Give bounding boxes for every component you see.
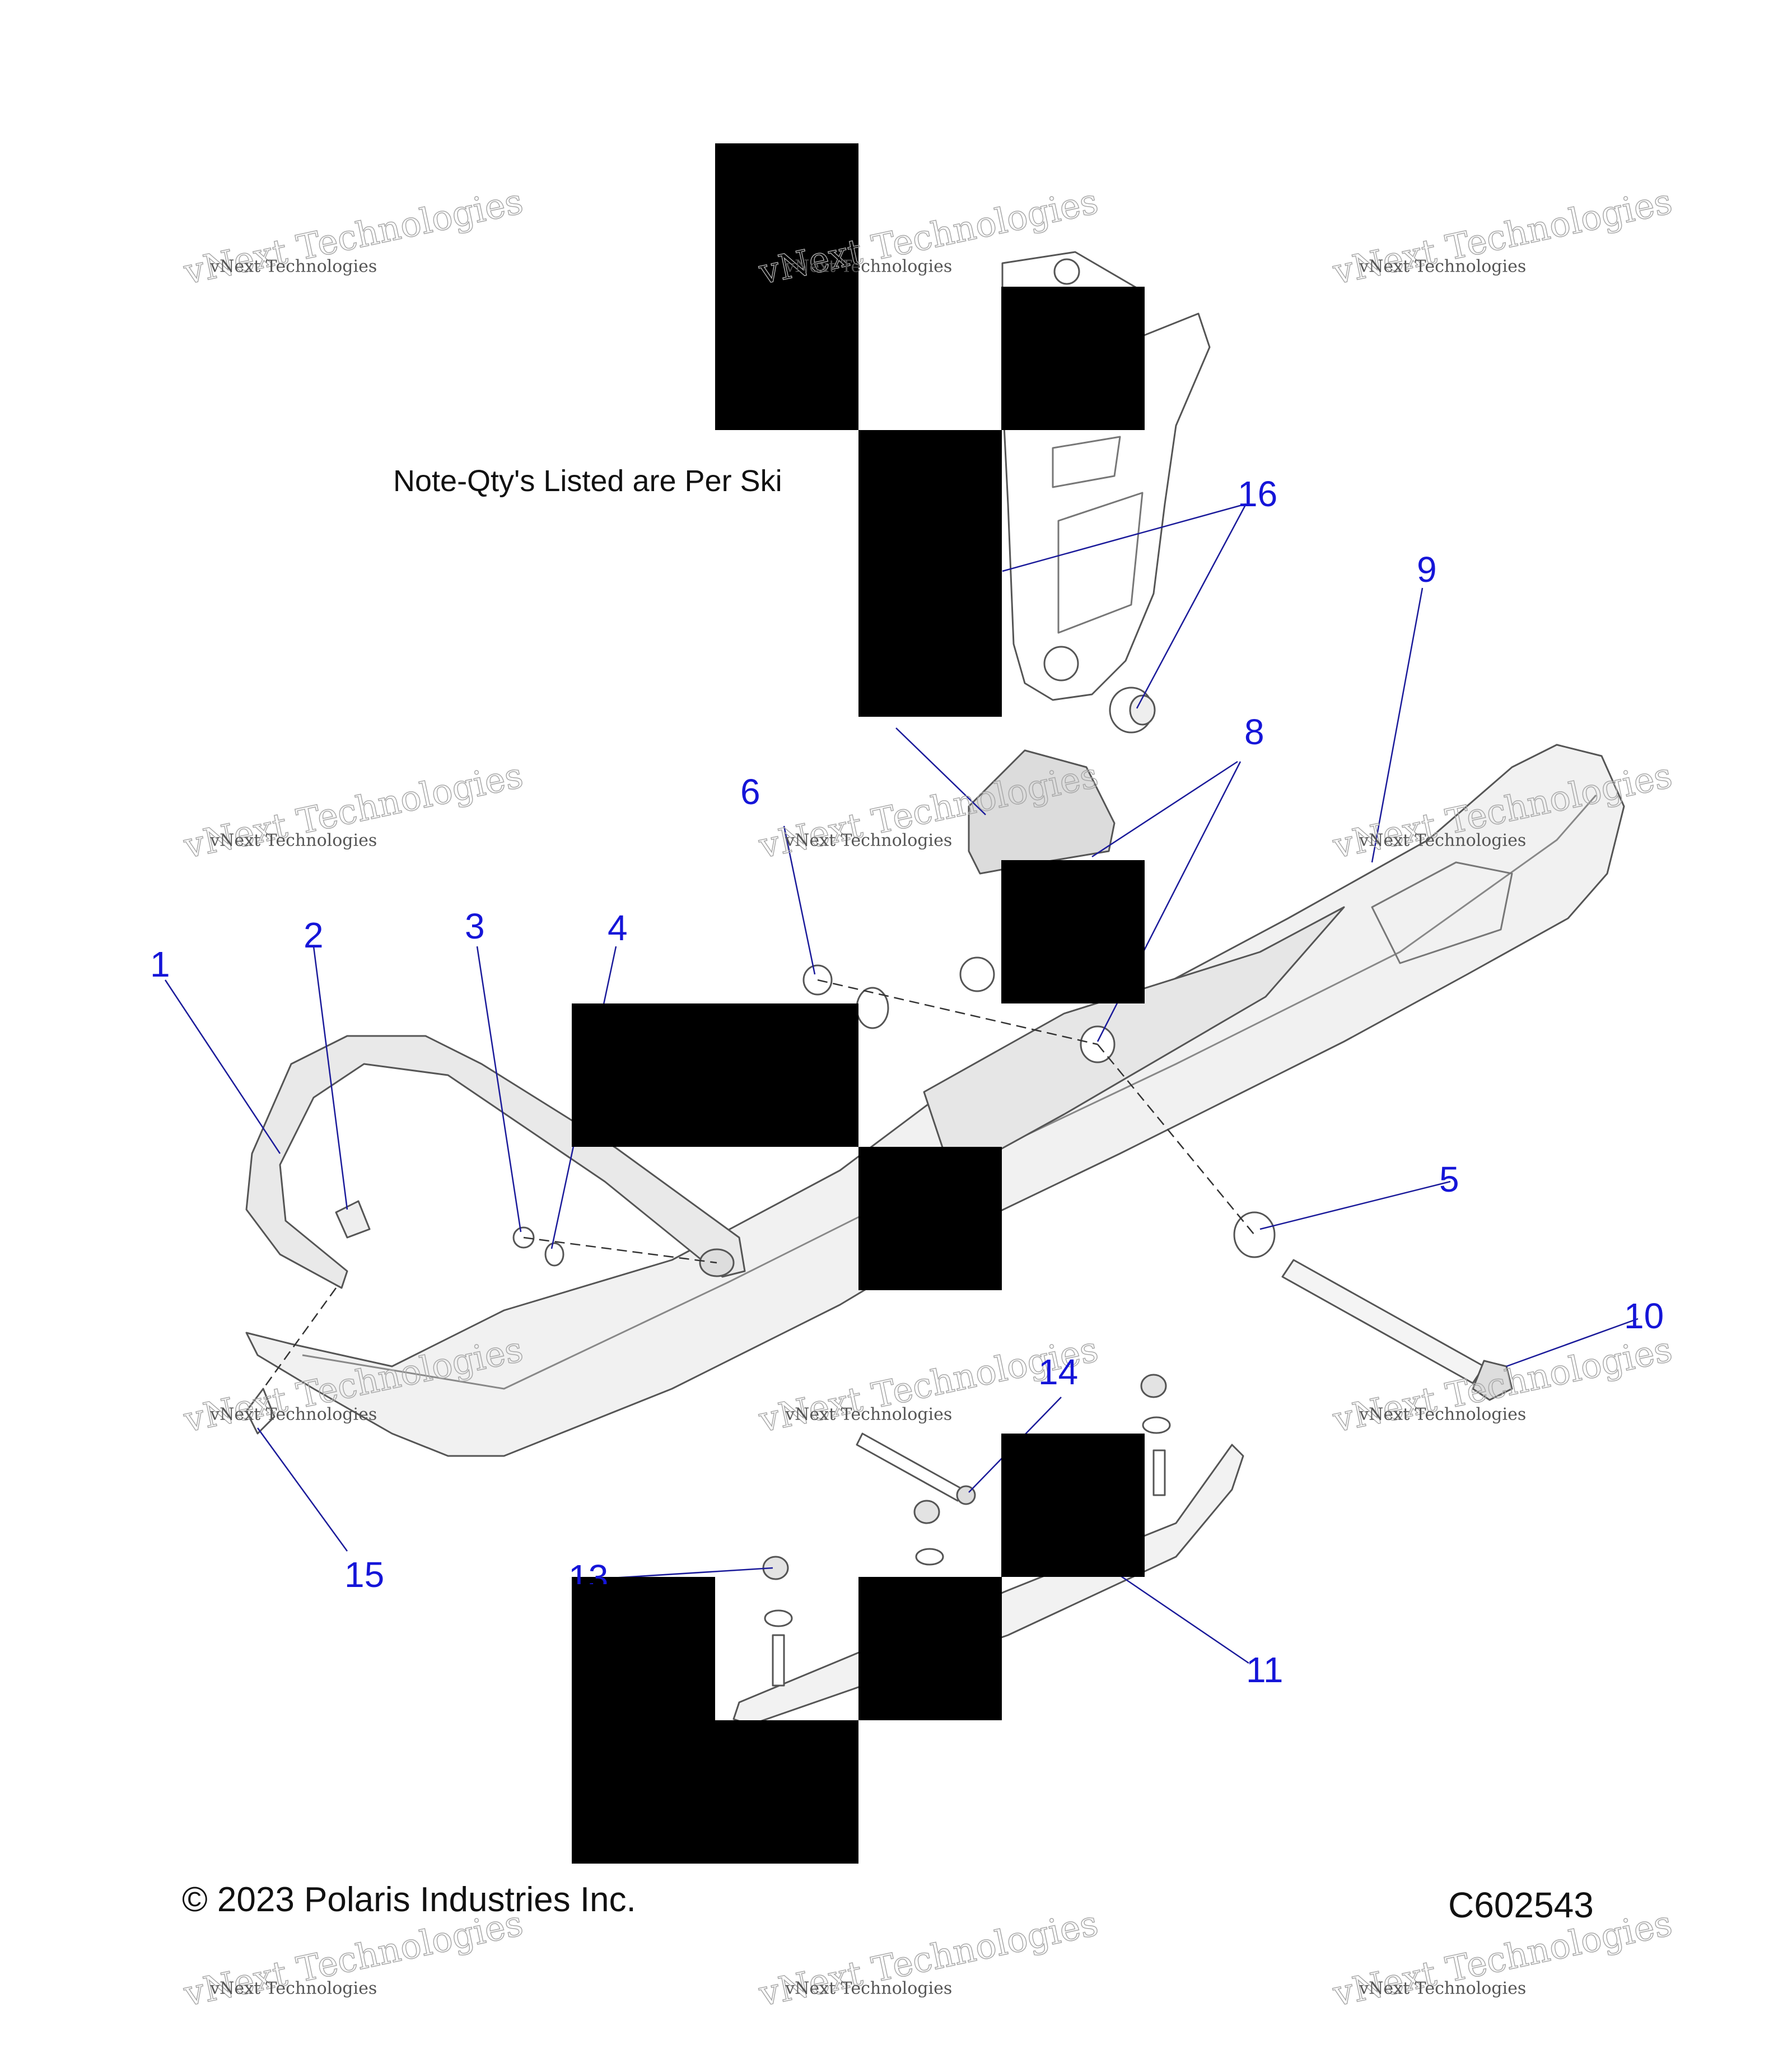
pivot-block [968, 749, 1116, 875]
callout-15: 15 [344, 1554, 385, 1595]
callout-2: 2 [304, 915, 324, 955]
callout-13: 13 [568, 1560, 609, 1584]
figure-code: C602543 [1448, 1885, 1594, 1925]
redaction-block [1001, 1434, 1145, 1577]
callout-3: 3 [465, 906, 485, 946]
redaction-block [1001, 287, 1145, 430]
callout-11: 11 [1246, 1650, 1284, 1690]
callout-10: 10 [1624, 1296, 1664, 1336]
redaction-block [572, 1003, 858, 1147]
redaction-block [858, 1577, 1002, 1720]
callout-14: 14 [1038, 1352, 1079, 1392]
loop-handle [245, 1035, 746, 1289]
copyright-text: © 2023 Polaris Industries Inc. [182, 1880, 636, 1919]
redaction-block [715, 143, 858, 430]
redaction-block [715, 1720, 858, 1864]
redaction-block [858, 1147, 1002, 1290]
callout-6: 6 [740, 772, 760, 812]
callout-16: 16 [1238, 474, 1278, 514]
redaction-block [572, 1577, 715, 1864]
callout-1: 1 [150, 944, 170, 984]
redaction-block [1001, 860, 1145, 1003]
callout-5: 5 [1439, 1159, 1459, 1199]
qty-note: Note-Qty's Listed are Per Ski [393, 464, 782, 498]
callout-8: 8 [1244, 712, 1264, 752]
callout-4: 4 [608, 908, 628, 948]
callout-9: 9 [1417, 549, 1437, 590]
redaction-block [858, 430, 1002, 717]
